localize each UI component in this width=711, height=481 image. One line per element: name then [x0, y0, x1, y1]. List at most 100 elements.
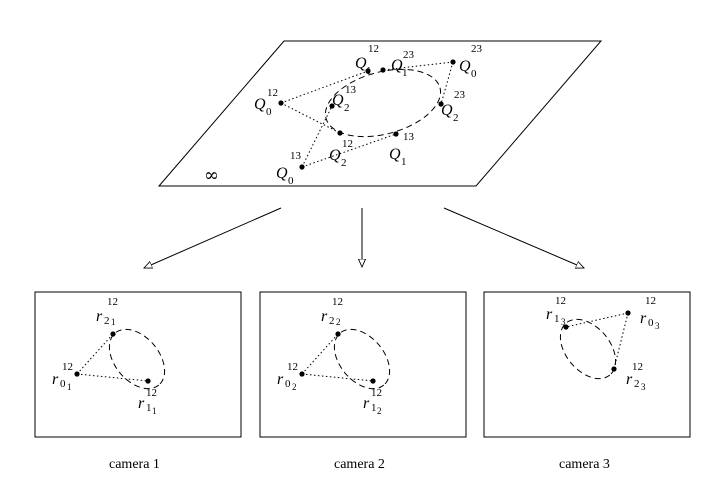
camera-3-tangent-lines [565, 312, 629, 370]
svg-text:Q: Q [332, 92, 344, 109]
camera-3-caption: camera 3 [559, 457, 610, 472]
svg-text:23: 23 [454, 89, 466, 101]
camera-1-conic [108, 328, 166, 390]
svg-text:r: r [138, 395, 145, 412]
svg-text:12: 12 [632, 361, 643, 373]
svg-text:12: 12 [645, 295, 656, 307]
infinity-symbol: ∞ [204, 165, 219, 186]
svg-text:2: 2 [634, 378, 640, 390]
svg-text:r: r [277, 371, 284, 388]
svg-text:0: 0 [648, 317, 654, 329]
svg-text:1: 1 [401, 156, 407, 168]
label-Q1-12: Q 1 12 [355, 43, 379, 77]
camera-2-conic [333, 328, 391, 390]
point-Q0-23 [450, 59, 456, 65]
svg-text:Q: Q [441, 102, 453, 119]
camera-1-panel: r 2 1 12 r 0 1 12 r 1 1 12 camera 1 [34, 291, 242, 472]
svg-text:1: 1 [371, 402, 377, 414]
point-r0-1 [74, 371, 80, 377]
svg-text:13: 13 [403, 131, 415, 143]
svg-text:2: 2 [329, 315, 335, 327]
point-r1-1 [145, 378, 151, 384]
svg-text:12: 12 [342, 138, 353, 150]
svg-text:Q: Q [391, 57, 403, 74]
arrow-to-camera-1 [144, 207, 282, 268]
svg-text:Q: Q [355, 55, 367, 72]
svg-text:1: 1 [554, 313, 560, 325]
arrow-to-camera-3 [443, 207, 584, 268]
svg-text:3: 3 [561, 317, 566, 327]
plane-conic [324, 68, 442, 138]
point-Q1-13 [393, 131, 399, 137]
point-Q1-23 [380, 67, 386, 73]
svg-text:0: 0 [60, 378, 66, 390]
svg-text:23: 23 [403, 49, 415, 61]
svg-text:r: r [626, 371, 633, 388]
camera-1-frame [34, 291, 242, 438]
label-r0-2: r 0 2 12 [277, 361, 298, 392]
camera-3-panel: r 1 3 12 r 0 3 12 r 2 3 12 camera 3 [483, 291, 691, 472]
point-r1-2 [370, 378, 376, 384]
svg-text:12: 12 [368, 43, 379, 55]
svg-text:1: 1 [366, 65, 372, 77]
svg-text:0: 0 [266, 106, 272, 118]
point-Q2-12 [337, 130, 343, 136]
svg-text:1: 1 [67, 382, 72, 392]
projection-arrows [144, 207, 584, 268]
svg-text:2: 2 [377, 406, 382, 416]
svg-text:r: r [363, 395, 370, 412]
label-Q0-13: Q 0 13 [276, 150, 302, 187]
label-Q2-13: Q 2 13 [332, 84, 357, 114]
svg-text:12: 12 [62, 361, 73, 373]
svg-text:r: r [546, 306, 553, 323]
camera-3-frame [483, 291, 691, 438]
label-Q0-23: Q 0 23 [459, 43, 483, 80]
svg-text:12: 12 [371, 387, 382, 399]
svg-text:0: 0 [288, 175, 294, 187]
svg-text:2: 2 [453, 112, 459, 124]
plane-at-infinity [157, 40, 603, 187]
svg-text:12: 12 [555, 295, 566, 307]
svg-text:23: 23 [471, 43, 483, 55]
svg-text:2: 2 [292, 382, 297, 392]
label-r0-3: r 0 3 12 [640, 295, 660, 331]
svg-text:0: 0 [285, 378, 291, 390]
svg-text:2: 2 [341, 157, 347, 169]
label-r2-3: r 2 3 12 [626, 361, 646, 392]
point-r0-3 [625, 310, 631, 316]
point-r1-3 [563, 324, 569, 330]
label-Q2-12: Q 2 12 [329, 138, 353, 169]
svg-text:1: 1 [111, 317, 116, 327]
point-Q2-13 [329, 103, 335, 109]
svg-text:r: r [96, 308, 103, 325]
point-r0-2 [299, 371, 305, 377]
label-r2-1: r 2 1 12 [96, 296, 118, 327]
svg-text:r: r [640, 310, 647, 327]
svg-text:13: 13 [290, 150, 302, 162]
svg-text:1: 1 [146, 402, 152, 414]
camera-2-tangent-lines [301, 333, 374, 382]
svg-text:r: r [52, 371, 59, 388]
plane-tangent-lines [280, 61, 454, 168]
svg-text:0: 0 [471, 68, 477, 80]
point-Q0-12 [278, 100, 284, 106]
svg-text:12: 12 [287, 361, 298, 373]
svg-text:12: 12 [146, 387, 157, 399]
point-r2-2 [335, 331, 341, 337]
svg-text:Q: Q [329, 147, 341, 164]
svg-text:Q: Q [276, 165, 288, 182]
camera-2-frame [259, 291, 467, 438]
svg-text:12: 12 [267, 87, 278, 99]
svg-text:1: 1 [402, 67, 408, 79]
camera-1-caption: camera 1 [109, 457, 160, 472]
point-Q1-12 [365, 68, 371, 74]
label-Q0-12: Q 0 12 [254, 87, 278, 118]
label-r0-1: r 0 1 12 [52, 361, 73, 392]
svg-text:Q: Q [459, 58, 471, 75]
svg-text:12: 12 [107, 296, 118, 308]
svg-text:2: 2 [336, 317, 341, 327]
label-r1-3: r 1 3 12 [546, 295, 566, 327]
camera-2-panel: r 2 2 12 r 0 2 12 r 1 2 12 camera 2 [259, 291, 467, 472]
camera-1-tangent-lines [76, 333, 149, 382]
point-Q2-23 [438, 101, 444, 107]
